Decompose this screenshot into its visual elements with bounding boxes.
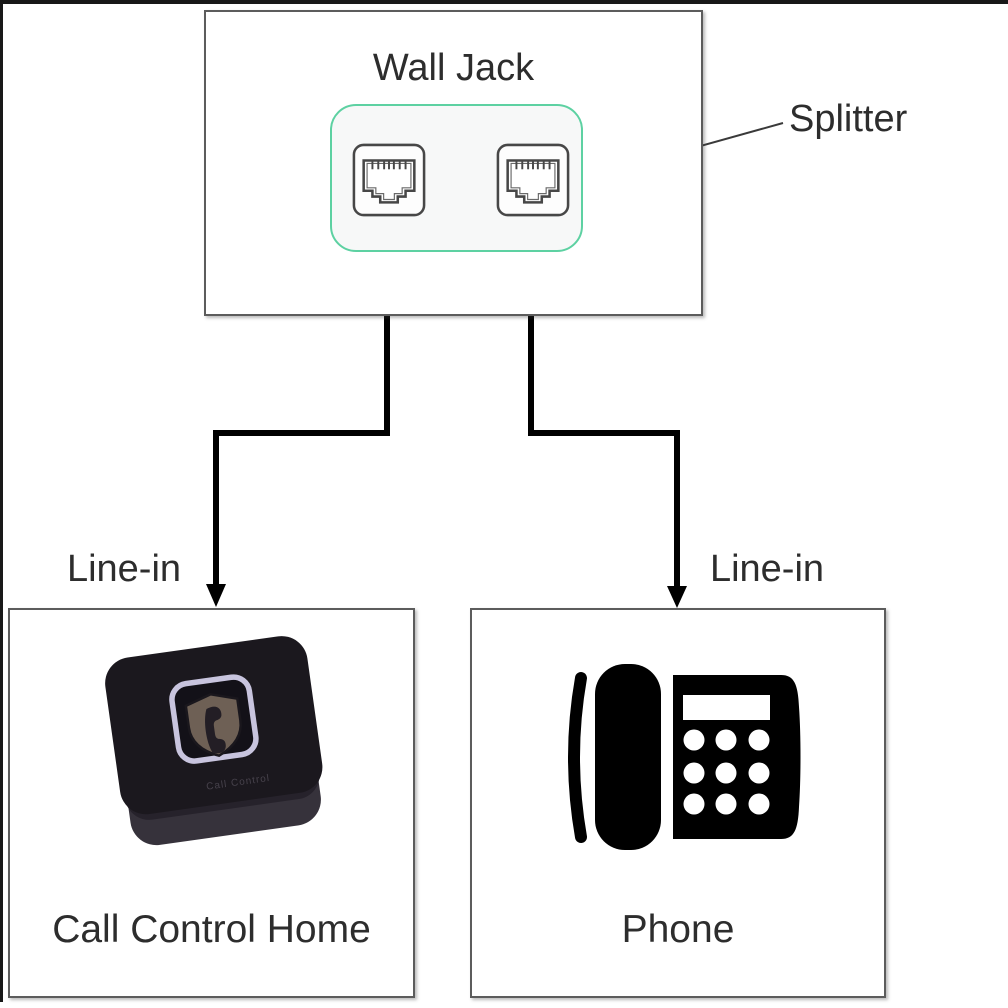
wall-jack-label: Wall Jack	[372, 47, 535, 89]
rj11-jack-icon-left	[351, 142, 427, 218]
phone-box: Phone	[470, 608, 886, 998]
call-control-home-label: Call Control Home	[52, 908, 371, 951]
phone-label: Phone	[621, 908, 735, 951]
rj11-jack-icon-right	[495, 142, 571, 218]
line-in-label-left: Line-in	[66, 548, 182, 590]
phone-handset	[595, 664, 661, 850]
arrowhead-right	[667, 586, 687, 608]
screen-edge-top	[0, 0, 1008, 4]
desk-phone-icon	[568, 664, 801, 850]
call-control-home-device-photo: Call Control	[105, 636, 323, 846]
splitter-panel	[330, 104, 583, 252]
call-control-home-box: Call Control Call Control Home	[8, 608, 415, 998]
screen-edge-left	[0, 0, 3, 1002]
arrowhead-left	[206, 584, 226, 607]
phone-keypad	[683, 729, 770, 815]
splitter-label: Splitter	[789, 98, 908, 140]
line-in-label-right: Line-in	[709, 548, 825, 590]
phone-cord-arc	[568, 672, 587, 843]
phone-display	[683, 695, 770, 720]
